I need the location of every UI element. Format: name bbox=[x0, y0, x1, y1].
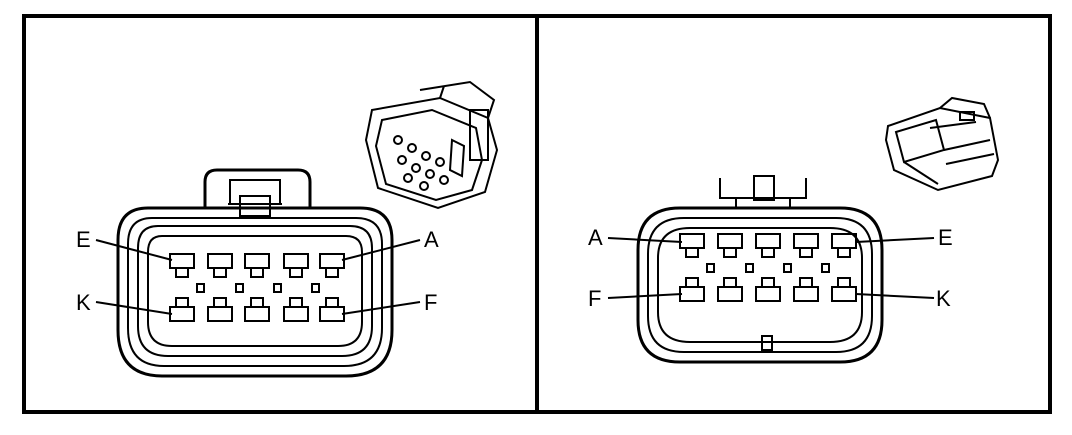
right-cavity-row-top bbox=[679, 233, 857, 258]
right-cavity-row-bottom bbox=[679, 277, 857, 302]
left-label-a: A bbox=[424, 227, 439, 252]
left-connector-body bbox=[116, 168, 394, 378]
left-leader-lines bbox=[95, 239, 421, 315]
right-leader-lines bbox=[607, 237, 935, 299]
right-label-e: E bbox=[938, 225, 953, 250]
left-cavity-row-top bbox=[169, 253, 345, 278]
right-label-a: A bbox=[588, 225, 603, 250]
left-cavity-row-bottom bbox=[169, 297, 345, 322]
right-connector-3d-illustration bbox=[884, 96, 1000, 192]
left-connector-3d-illustration bbox=[364, 80, 499, 210]
left-keying-dots bbox=[196, 283, 320, 293]
left-label-e: E bbox=[76, 227, 91, 252]
right-label-k: K bbox=[936, 286, 951, 311]
right-keying-dots bbox=[706, 263, 830, 273]
left-panel bbox=[95, 80, 499, 378]
left-label-f: F bbox=[424, 290, 437, 315]
right-connector-body bbox=[636, 175, 884, 364]
right-label-f: F bbox=[588, 286, 601, 311]
left-label-k: K bbox=[76, 290, 91, 315]
right-panel bbox=[607, 96, 1000, 364]
